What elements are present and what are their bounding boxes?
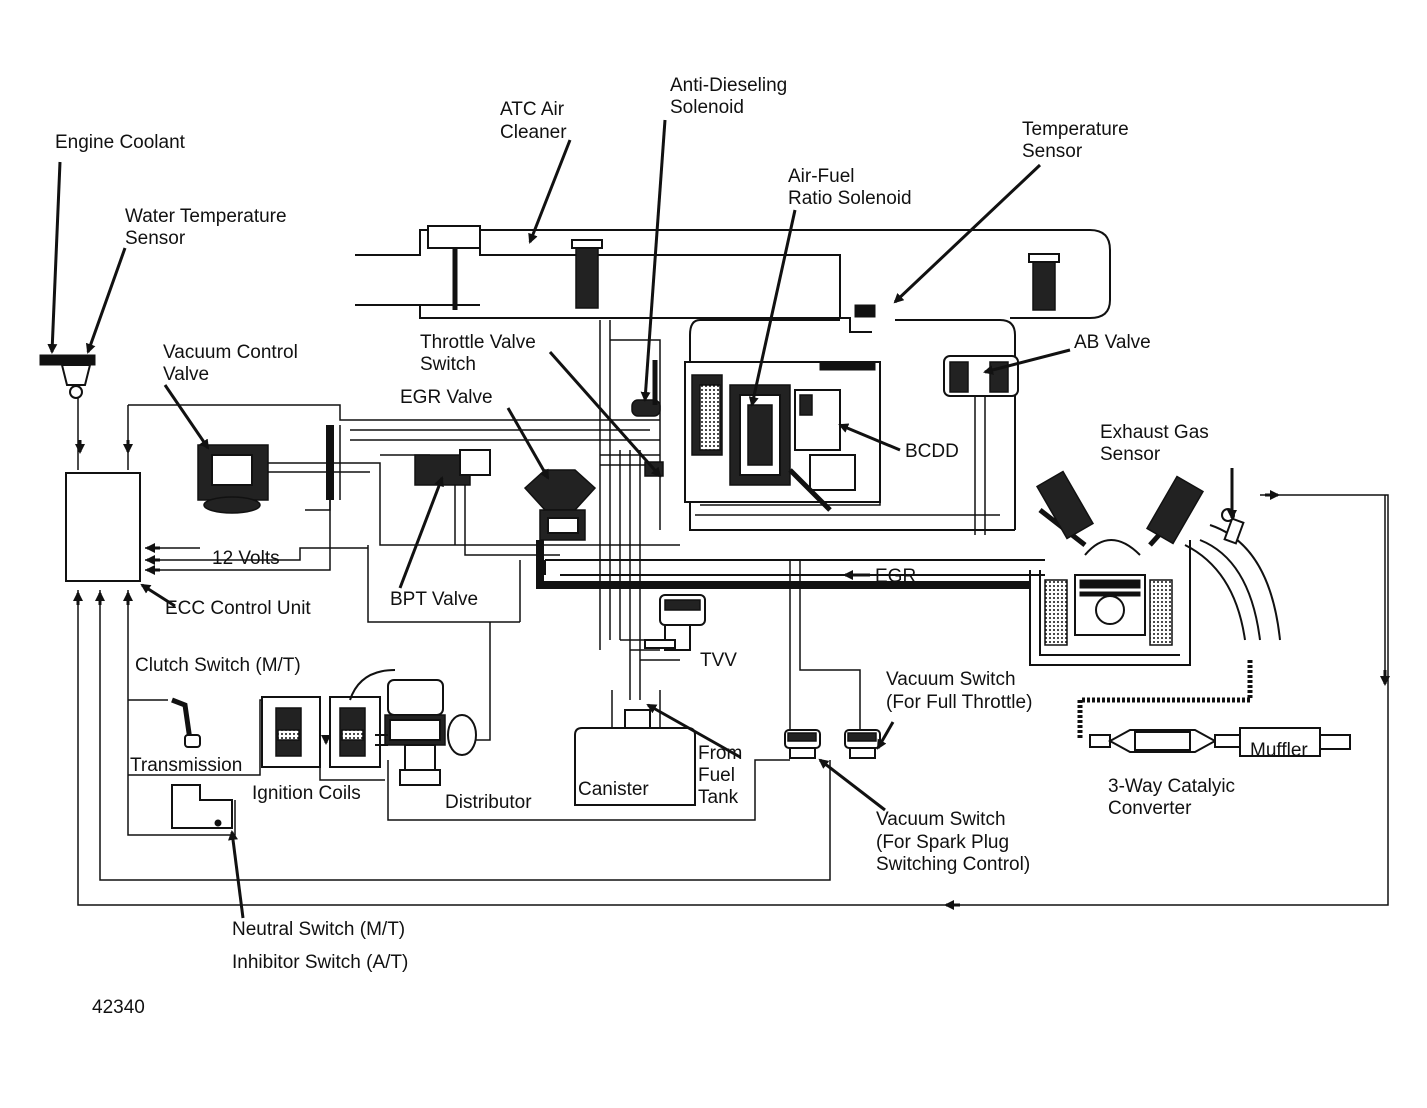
label-vacuum-switch-full-1: Vacuum Switch [886, 669, 1016, 690]
figure-number: 42340 [92, 997, 145, 1018]
label-vacuum-switch-full-2: (For Full Throttle) [886, 692, 1032, 713]
vacuum-switch-spark-plug [784, 729, 821, 759]
egr-valve [523, 469, 597, 541]
label-vacuum-control-2: Valve [163, 364, 209, 385]
carburetor-assembly [684, 304, 1016, 531]
ecc-control-unit [65, 472, 141, 582]
bpt-valve [414, 449, 491, 486]
label-anti-dieseling-2: Solenoid [670, 97, 744, 118]
label-clutch-switch: Clutch Switch (M/T) [135, 655, 301, 676]
neutral-switch [171, 784, 233, 829]
label-vacuum-switch-spark-1: Vacuum Switch [876, 809, 1006, 830]
vacuum-control-valve [197, 444, 269, 514]
labels: Engine Coolant Water Temperature Sensor … [55, 75, 1308, 1018]
label-egr-flow: EGR [875, 566, 916, 587]
label-temperature-sensor-1: Temperature [1022, 119, 1129, 140]
label-from-fuel-3: Tank [698, 787, 739, 808]
vacuum-switch-full-throttle [844, 729, 881, 759]
ab-valve [943, 355, 1019, 397]
label-catalytic-1: 3-Way Catalyic [1108, 776, 1235, 797]
exhaust-system [1077, 524, 1351, 757]
label-from-fuel-2: Fuel [698, 765, 735, 786]
ignition-coils [261, 669, 396, 768]
label-transmission: Transmission [130, 755, 242, 776]
label-temperature-sensor-2: Sensor [1022, 141, 1083, 162]
vacuum-lines [127, 320, 1030, 741]
label-distributor: Distributor [445, 792, 532, 813]
air-cleaner-housing [355, 225, 1111, 333]
label-neutral-switch: Neutral Switch (M/T) [232, 919, 405, 940]
label-throttle-valve-1: Throttle Valve [420, 332, 536, 353]
label-air-fuel-2: Ratio Solenoid [788, 188, 912, 209]
label-anti-dieseling-1: Anti-Dieseling [670, 75, 787, 96]
label-tvv: TVV [700, 650, 737, 671]
label-water-temp-sensor-1: Water Temperature [125, 206, 287, 227]
label-egr-valve: EGR Valve [400, 387, 493, 408]
intake-manifold-pipe [544, 559, 1045, 576]
label-throttle-valve-2: Switch [420, 354, 476, 375]
label-vacuum-control-1: Vacuum Control [163, 342, 298, 363]
leader-arrows [47, 119, 1237, 919]
label-from-fuel-1: From [698, 743, 742, 764]
label-exhaust-gas-2: Sensor [1100, 444, 1161, 465]
label-bpt-valve: BPT Valve [390, 589, 478, 610]
label-inhibitor-switch: Inhibitor Switch (A/T) [232, 952, 408, 973]
label-vacuum-switch-spark-3: Switching Control) [876, 854, 1030, 875]
distributor [375, 679, 477, 786]
label-ecc-control-unit: ECC Control Unit [165, 598, 311, 619]
label-engine-coolant: Engine Coolant [55, 132, 186, 153]
label-bcdd: BCDD [905, 441, 959, 462]
label-water-temp-sensor-2: Sensor [125, 228, 186, 249]
label-atc-air-cleaner-1: ATC Air [500, 99, 565, 120]
label-vacuum-switch-spark-2: (For Spark Plug [876, 832, 1009, 853]
canister [574, 690, 696, 806]
water-temperature-sensor [39, 354, 96, 399]
label-atc-air-cleaner-2: Cleaner [500, 122, 567, 143]
clutch-switch [171, 697, 201, 748]
label-catalytic-2: Converter [1108, 798, 1192, 819]
label-air-fuel-1: Air-Fuel [788, 166, 855, 187]
tvv [644, 594, 706, 651]
engine-cylinder [1029, 470, 1205, 666]
label-ignition-coils: Ignition Coils [252, 783, 361, 804]
label-exhaust-gas-1: Exhaust Gas [1100, 422, 1209, 443]
label-twelve-volts: 12 Volts [212, 548, 280, 569]
label-ab-valve: AB Valve [1074, 332, 1151, 353]
label-canister: Canister [578, 779, 649, 800]
label-muffler: Muffler [1250, 740, 1308, 761]
